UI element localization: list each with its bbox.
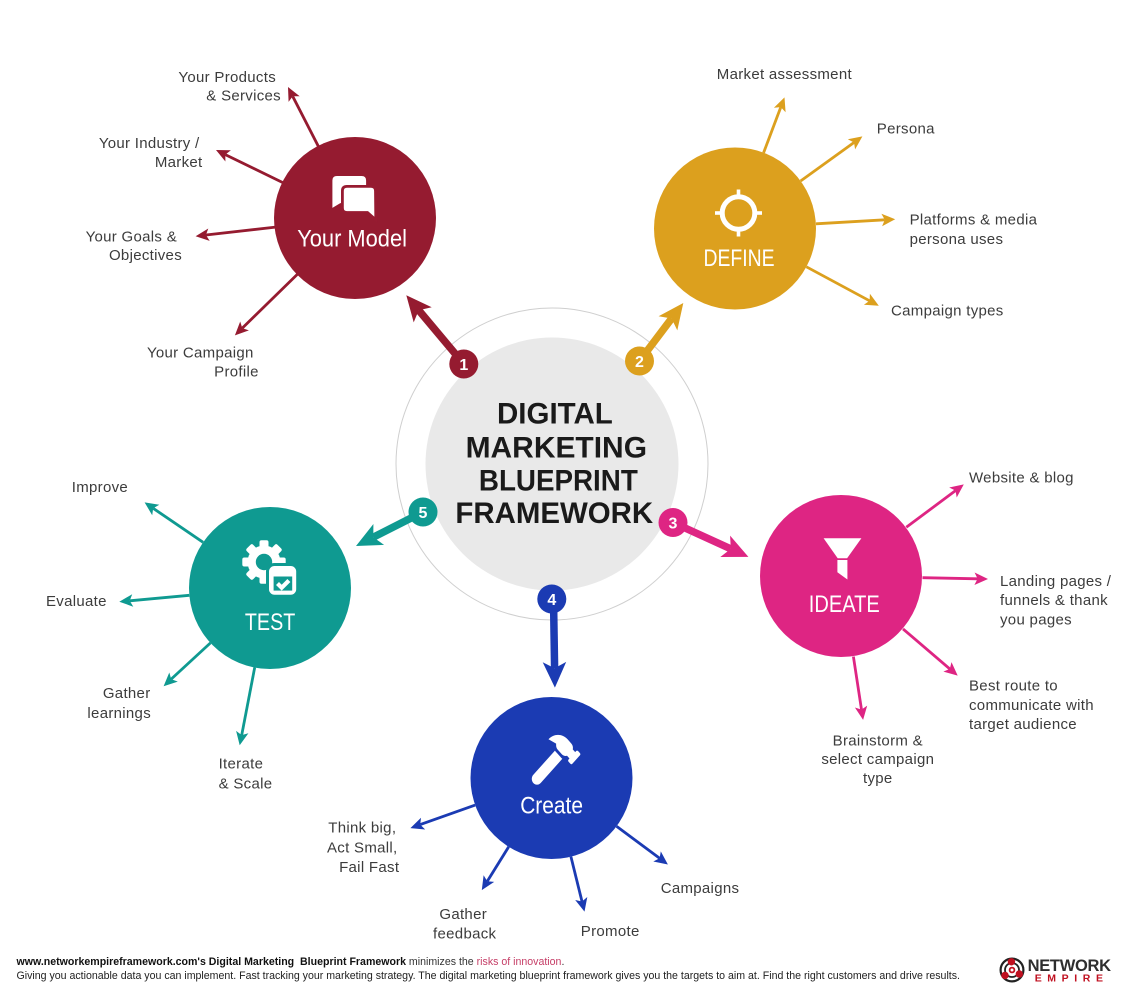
svg-text:Your Products: Your Products [178,69,276,86]
svg-text:Best route to: Best route to [969,678,1058,695]
svg-text:Persona: Persona [877,121,935,138]
svg-text:Your Industry /: Your Industry / [99,135,200,152]
svg-text:www.networkempireframework.com: www.networkempireframework.com's Digital… [16,956,565,968]
svg-text:Market: Market [155,154,203,171]
svg-text:& Scale: & Scale [219,775,273,792]
svg-text:Your Campaign: Your Campaign [147,345,254,362]
svg-text:TEST: TEST [245,609,296,636]
svg-text:Gather: Gather [103,685,151,702]
svg-text:Campaign types: Campaign types [891,303,1004,320]
svg-text:DEFINE: DEFINE [704,245,775,272]
svg-text:Giving you actionable data you: Giving you actionable data you can imple… [17,970,961,982]
svg-text:Platforms & media: Platforms & media [910,212,1038,229]
svg-text:3: 3 [669,515,678,532]
svg-text:Objectives: Objectives [109,247,182,264]
svg-text:persona uses: persona uses [910,231,1004,248]
svg-text:Improve: Improve [72,479,128,496]
svg-text:5: 5 [419,505,428,522]
svg-text:FRAMEWORK: FRAMEWORK [455,497,653,530]
svg-text:2: 2 [635,354,644,371]
svg-text:Market assessment: Market assessment [717,66,853,83]
svg-text:Think big,: Think big, [328,819,396,836]
svg-text:Fail Fast: Fail Fast [339,859,400,876]
svg-text:Campaigns: Campaigns [661,880,740,897]
svg-text:learnings: learnings [87,705,151,722]
svg-text:Your Model: Your Model [297,226,407,253]
svg-text:& Services: & Services [206,88,281,105]
svg-text:Gather: Gather [439,906,487,923]
svg-text:feedback: feedback [433,926,496,943]
svg-text:1: 1 [459,357,468,374]
svg-text:type: type [863,770,893,787]
svg-text:funnels & thank: funnels & thank [1000,592,1108,609]
svg-text:4: 4 [547,592,556,609]
svg-text:Your Goals &: Your Goals & [86,228,177,245]
svg-text:you pages: you pages [1000,612,1072,629]
svg-text:Brainstorm &: Brainstorm & [833,732,923,749]
svg-text:IDEATE: IDEATE [809,591,880,618]
svg-text:communicate with: communicate with [969,697,1094,714]
svg-text:BLUEPRINT: BLUEPRINT [479,464,638,497]
svg-text:Evaluate: Evaluate [46,593,107,610]
svg-text:DIGITAL: DIGITAL [497,398,613,431]
svg-text:Promote: Promote [581,923,640,940]
svg-text:Act Small,: Act Small, [327,840,398,857]
svg-text:target audience: target audience [969,716,1077,733]
svg-text:Iterate: Iterate [219,756,264,773]
svg-text:Profile: Profile [214,363,259,380]
svg-text:select campaign: select campaign [821,751,934,768]
svg-text:Landing pages /: Landing pages / [1000,573,1112,590]
svg-text:NETWORK: NETWORK [1028,957,1112,975]
svg-text:EMPIRE: EMPIRE [1035,973,1109,985]
svg-text:Website & blog: Website & blog [969,469,1074,486]
svg-text:Create: Create [520,793,583,820]
svg-text:MARKETING: MARKETING [466,432,647,465]
